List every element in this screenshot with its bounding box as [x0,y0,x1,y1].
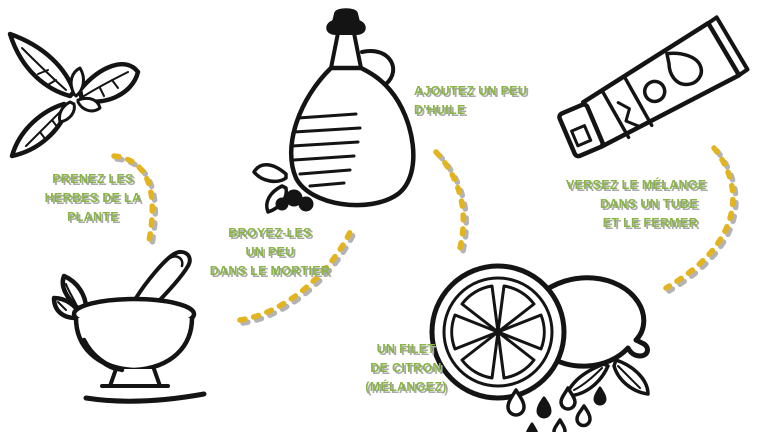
step-label-line: (mélangez) [365,380,447,394]
step-label-line: Versez le mélange [566,178,707,192]
cream-tube-icon [557,15,750,159]
step-label-lemon: Un filet de citron (mélangez) [350,340,462,397]
step-label-line: herbes de la [44,191,142,205]
mortar-pestle-icon [51,249,207,404]
step-label-oil: Ajoutez un peu d'huile [414,82,544,120]
step-label-line: et le fermer [602,216,698,230]
step-label-line: dans le mortier [209,264,331,278]
lemon-juice-icon [429,263,650,432]
step-label-line: Un filet [376,342,436,356]
step-label-line: dans un tube [599,197,698,211]
arrow-mortar-to-bottle-icon [237,225,355,323]
step-label-herbs: Prenez les herbes de la plante [34,170,152,227]
step-label-line: un peu [245,245,295,259]
step-label-line: Broyez-les [228,226,312,240]
oil-cruet-icon [252,8,416,214]
step-label-line: Ajoutez un peu [414,84,528,98]
arrow-herbs-to-mortar-icon [111,153,155,249]
step-label-mortar: Broyez-les un peu dans le mortier [208,224,332,281]
step-label-line: d'huile [414,103,466,117]
step-label-line: de citron [370,361,442,375]
basil-sprig-icon [7,31,141,159]
step-label-tube: Versez le mélange dans un tube et le fer… [566,176,707,233]
step-label-line: Prenez les [52,172,134,186]
arrow-bottle-to-lemon-icon [433,149,467,251]
arrow-lemon-to-tube-icon [663,145,736,291]
step-label-line: plante [67,210,119,224]
